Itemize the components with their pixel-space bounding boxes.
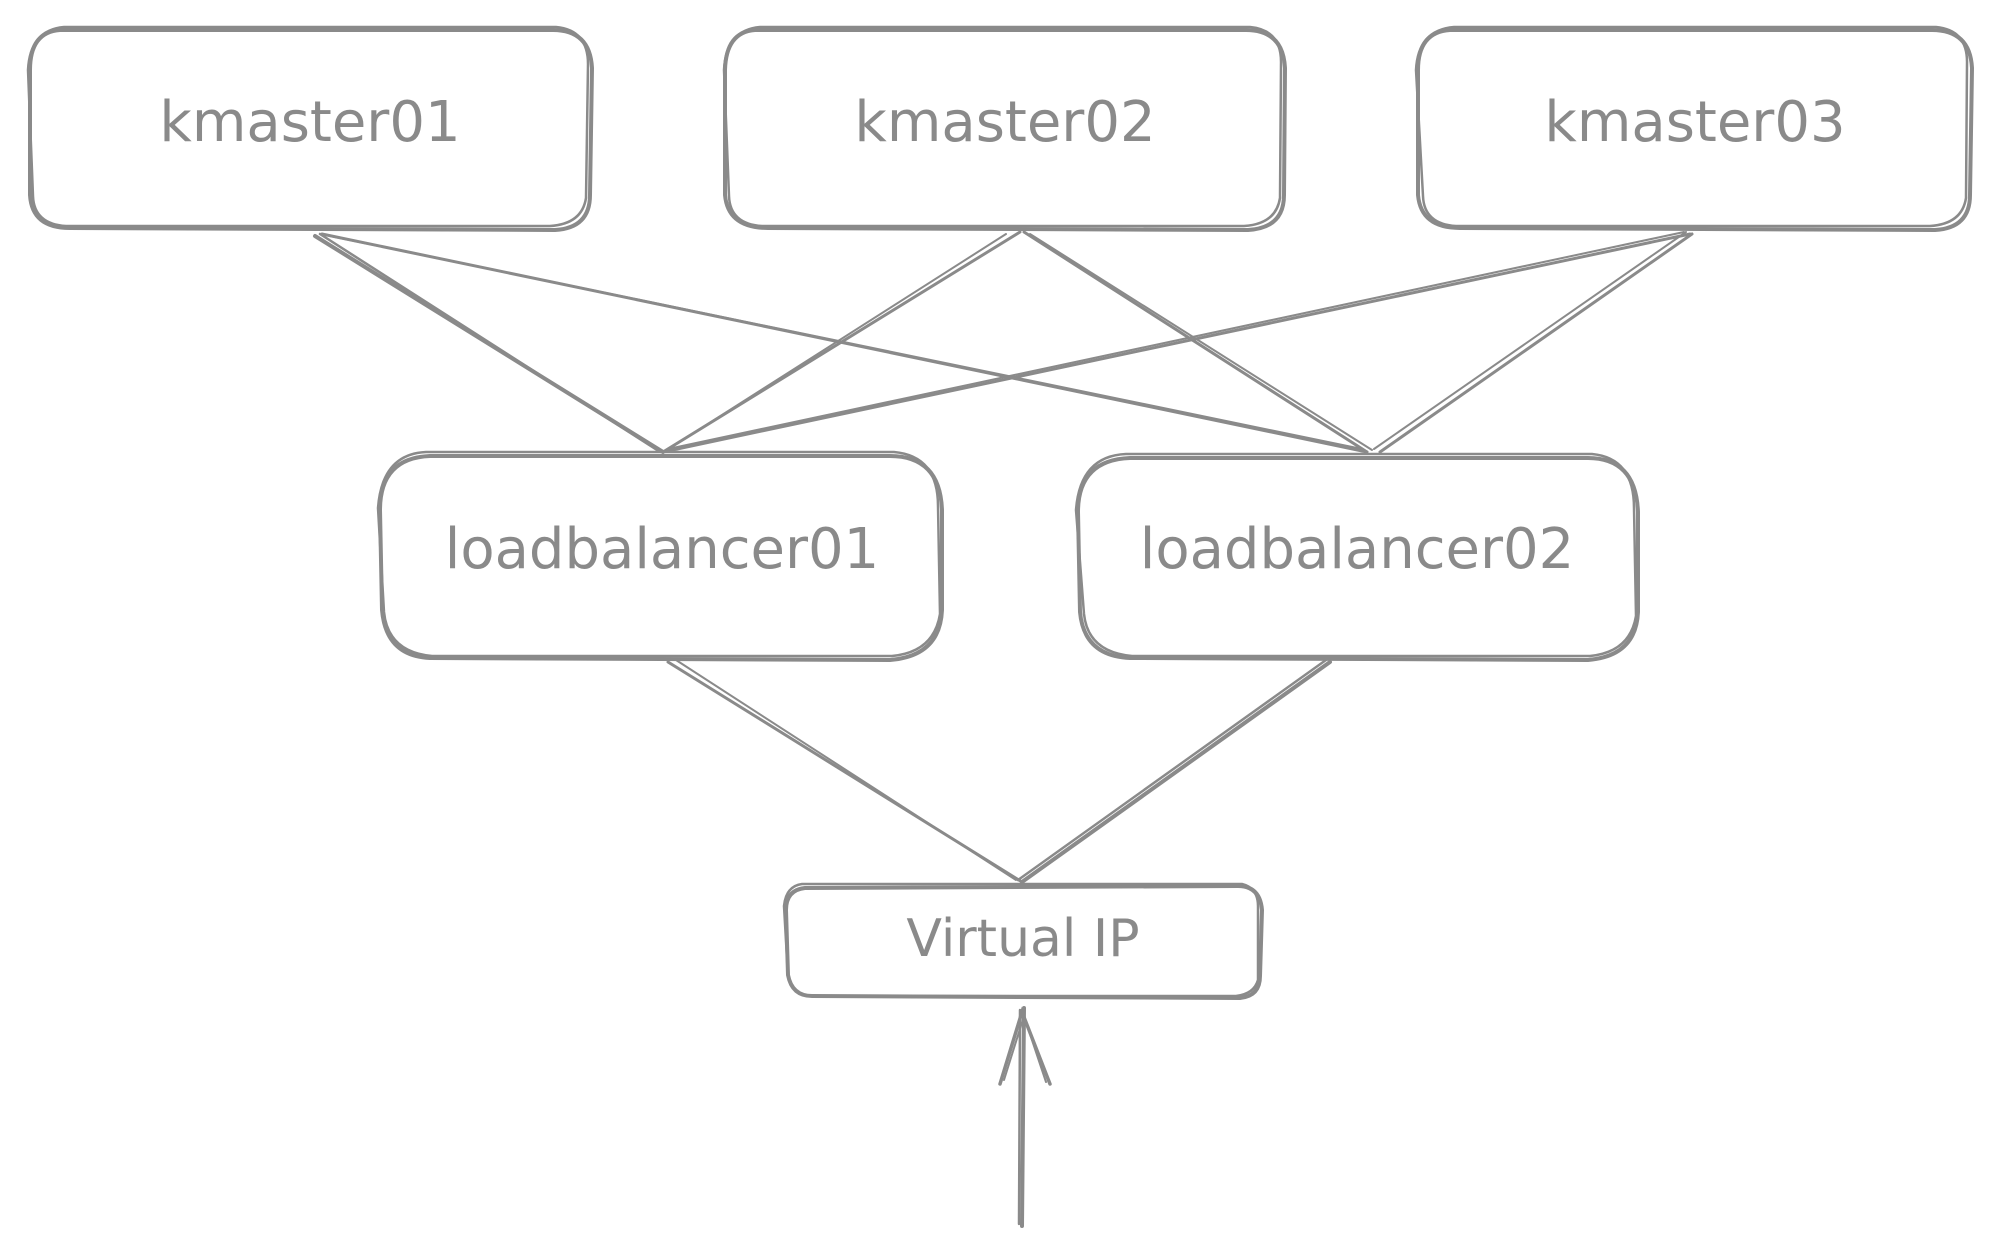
node-kmaster03: kmaster03 — [1414, 25, 1974, 232]
node-loadbalancer02-label: loadbalancer02 — [1140, 517, 1574, 582]
edge-lb01-kmaster01 — [313, 232, 665, 454]
node-loadbalancer01: loadbalancer01 — [376, 450, 944, 662]
node-kmaster03-label: kmaster03 — [1544, 90, 1845, 155]
incoming-arrow — [998, 1006, 1052, 1228]
node-kmaster02-label: kmaster02 — [854, 90, 1155, 155]
node-loadbalancer01-label: loadbalancer01 — [445, 517, 879, 582]
edge-lb01-kmaster03 — [661, 231, 1692, 454]
node-virtual-ip-label: Virtual IP — [906, 909, 1139, 969]
node-kmaster01-label: kmaster01 — [159, 90, 460, 155]
connections — [313, 230, 1694, 884]
node-loadbalancer02: loadbalancer02 — [1074, 452, 1640, 662]
edge-lb02-kmaster02 — [1022, 230, 1373, 454]
node-kmaster02: kmaster02 — [722, 25, 1287, 232]
edge-vip-lb02 — [1016, 658, 1332, 884]
node-kmaster01: kmaster01 — [26, 25, 594, 232]
edge-lb02-kmaster03 — [1373, 231, 1694, 454]
node-virtual-ip: Virtual IP — [782, 882, 1264, 1000]
edge-vip-lb01 — [666, 659, 1024, 884]
edge-lb02-kmaster01 — [320, 232, 1369, 454]
